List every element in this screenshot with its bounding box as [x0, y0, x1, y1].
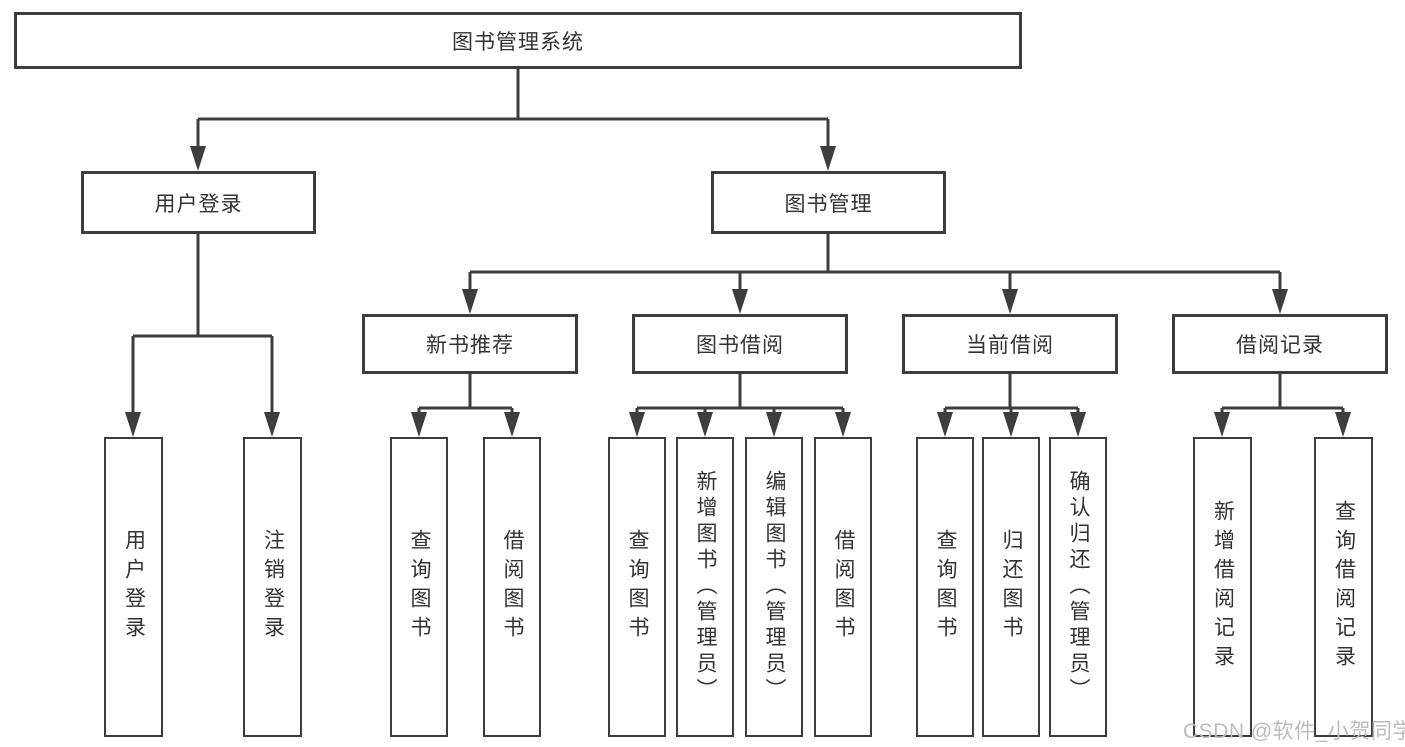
node-borrow-records: 借阅记录: [1172, 314, 1388, 374]
leaf-edit-book-admin: 编辑图书（管理员）: [745, 437, 803, 737]
node-root: 图书管理系统: [14, 12, 1022, 69]
leaf-query-books-borrow: 查询图书: [608, 437, 666, 737]
leaf-query-books-recommend: 查询图书: [390, 437, 448, 737]
leaf-query-books-current: 查询图书: [916, 437, 974, 737]
node-label: 图书管理: [784, 192, 873, 216]
wire-root: [196, 69, 830, 162]
node-label: 用户登录: [154, 192, 243, 216]
node-label: 新书推荐: [426, 334, 514, 357]
leaf-label: 借阅图书: [832, 529, 855, 645]
node-label: 当前借阅: [966, 334, 1054, 357]
leaf-label: 查询借阅记录: [1332, 500, 1356, 674]
leaf-label: 注销登录: [261, 529, 285, 645]
node-label: 借阅记录: [1236, 334, 1324, 357]
leaf-borrow-books: 借阅图书: [814, 437, 872, 737]
leaf-label: 查询图书: [934, 529, 957, 645]
node-book-borrow: 图书借阅: [632, 314, 848, 374]
leaf-add-book-admin: 新增图书（管理员）: [676, 437, 734, 737]
leaf-label: 查询图书: [626, 529, 649, 645]
node-book-management: 图书管理: [711, 171, 946, 234]
node-user-login: 用户登录: [81, 171, 316, 234]
leaf-borrow-books-recommend: 借阅图书: [483, 437, 541, 737]
node-current-borrow: 当前借阅: [902, 314, 1118, 374]
leaf-label: 新增借阅记录: [1211, 500, 1235, 674]
node-label: 图书管理系统: [452, 30, 584, 54]
leaf-label: 用户登录: [122, 529, 146, 645]
leaf-label: 查询图书: [408, 529, 431, 645]
wire-new-book-recommend: [417, 374, 514, 431]
leaf-query-borrow-record: 查询借阅记录: [1314, 437, 1373, 737]
leaf-label: 新增图书（管理员）: [694, 470, 717, 704]
leaf-return-book: 归还图书: [982, 437, 1040, 737]
wire-borrow-records: [1220, 374, 1345, 431]
leaf-label: 确认归还（管理员）: [1067, 470, 1090, 704]
arrowheads: [125, 146, 1351, 437]
node-label: 图书借阅: [696, 334, 784, 357]
leaf-label: 归还图书: [1000, 529, 1023, 645]
wire-user-login: [131, 234, 274, 430]
node-new-book-recommend: 新书推荐: [362, 314, 578, 374]
leaf-confirm-return-admin: 确认归还（管理员）: [1049, 437, 1107, 737]
wire-book-borrow: [635, 374, 845, 431]
watermark: CSDN @软件_小贺同学: [1183, 720, 1405, 743]
wire-book-management: [468, 234, 1282, 308]
leaf-user-login: 用户登录: [104, 437, 163, 737]
leaf-add-borrow-record: 新增借阅记录: [1193, 437, 1252, 737]
leaf-logout: 注销登录: [243, 437, 302, 737]
leaf-label: 借阅图书: [501, 529, 524, 645]
leaf-label: 编辑图书（管理员）: [763, 470, 786, 704]
